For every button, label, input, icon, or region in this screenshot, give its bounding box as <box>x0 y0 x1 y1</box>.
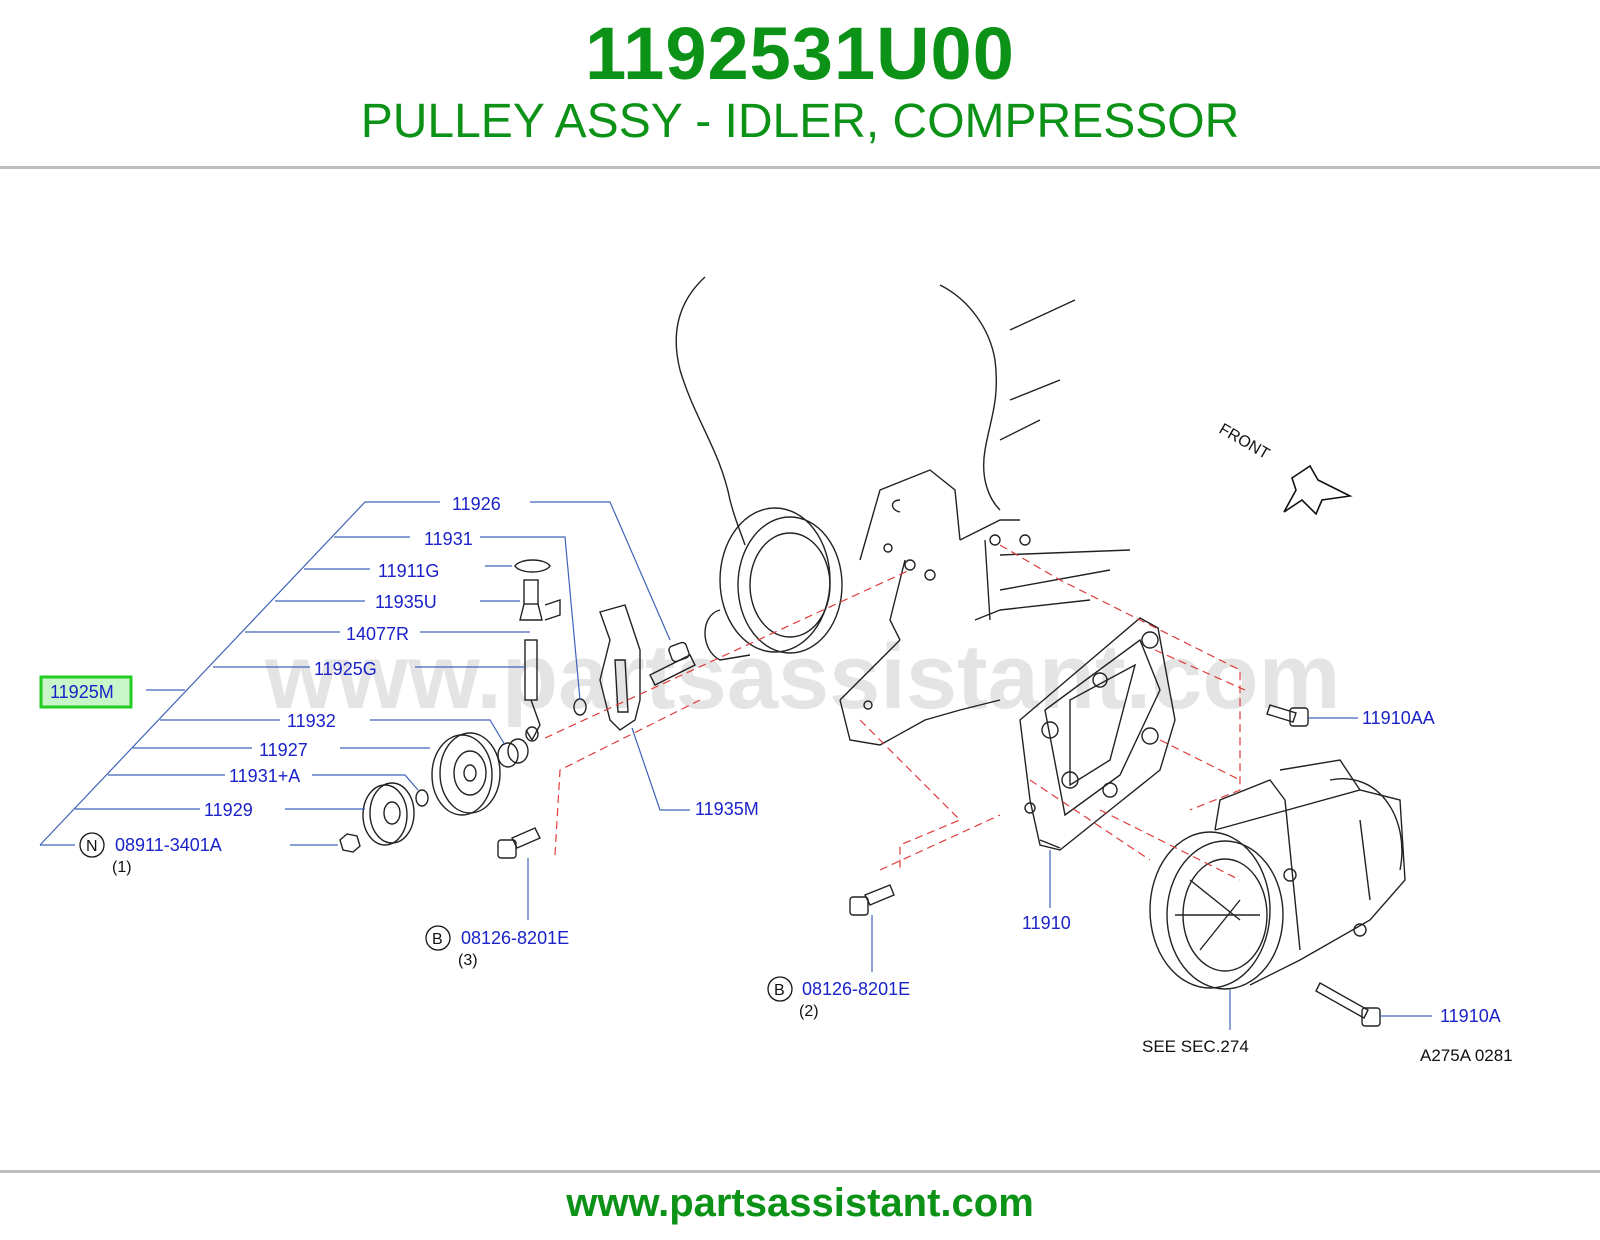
label-08126-8201E-a[interactable]: 08126-8201E <box>461 928 569 948</box>
label-11910[interactable]: 11910 <box>1022 913 1071 933</box>
b-circle-mark-1 <box>425 925 451 951</box>
label-11910AA[interactable]: 11910AA <box>1362 708 1435 728</box>
label-11935M[interactable]: 11935M <box>695 799 759 819</box>
qty-08126-a: (3) <box>458 952 478 969</box>
watermark-text: www.partsassistant.com <box>264 626 1340 728</box>
idler-parts-drawing <box>339 559 1381 1027</box>
b-mark-letter-1: B <box>432 931 443 948</box>
part-description-title: PULLEY ASSY - IDLER, COMPRESSOR <box>360 95 1240 148</box>
b-mark-letter-2: B <box>774 982 785 999</box>
label-11931[interactable]: 11931 <box>424 529 473 549</box>
footer-url[interactable]: www.partsassistant.com <box>566 1181 1034 1225</box>
diagram-reference-code: A275A 0281 <box>1420 1046 1513 1065</box>
label-11932[interactable]: 11932 <box>287 711 336 731</box>
part-number-title: 1192531U00 <box>585 12 1015 95</box>
qty-08126-b: (2) <box>799 1003 819 1020</box>
b-circle-mark-2 <box>767 976 793 1002</box>
n-mark-letter: N <box>86 838 98 855</box>
see-section-note: SEE SEC.274 <box>1142 1037 1249 1056</box>
label-08126-8201E-b[interactable]: 08126-8201E <box>802 979 910 999</box>
label-11926[interactable]: 11926 <box>452 494 501 514</box>
label-11927[interactable]: 11927 <box>259 740 308 760</box>
label-14077R[interactable]: 14077R <box>346 624 409 644</box>
label-11929[interactable]: 11929 <box>204 800 253 820</box>
callout-leader-lines <box>39 501 1432 1030</box>
n-circle-mark <box>79 832 105 858</box>
label-11925G[interactable]: 11925G <box>314 659 377 679</box>
label-11925M[interactable]: 11925M <box>50 682 114 702</box>
front-label: FRONT <box>1216 421 1272 463</box>
engine-block-drawing <box>675 276 1131 746</box>
compressor-drawing <box>1149 759 1406 990</box>
assembly-dashed-lines <box>544 544 1246 881</box>
bottom-divider <box>0 1170 1600 1173</box>
label-11910A[interactable]: 11910A <box>1440 1006 1501 1026</box>
top-divider <box>0 166 1600 169</box>
label-11931A[interactable]: 11931+A <box>229 766 300 786</box>
label-11911G[interactable]: 11911G <box>378 561 439 581</box>
compressor-bracket-drawing <box>1019 617 1176 851</box>
qty-08911: (1) <box>112 859 132 876</box>
highlighted-part-box[interactable] <box>39 675 133 709</box>
label-11935U[interactable]: 11935U <box>375 592 437 612</box>
front-direction-indicator: FRONT <box>1216 421 1353 516</box>
label-08911-3401A[interactable]: 08911-3401A <box>115 835 222 855</box>
